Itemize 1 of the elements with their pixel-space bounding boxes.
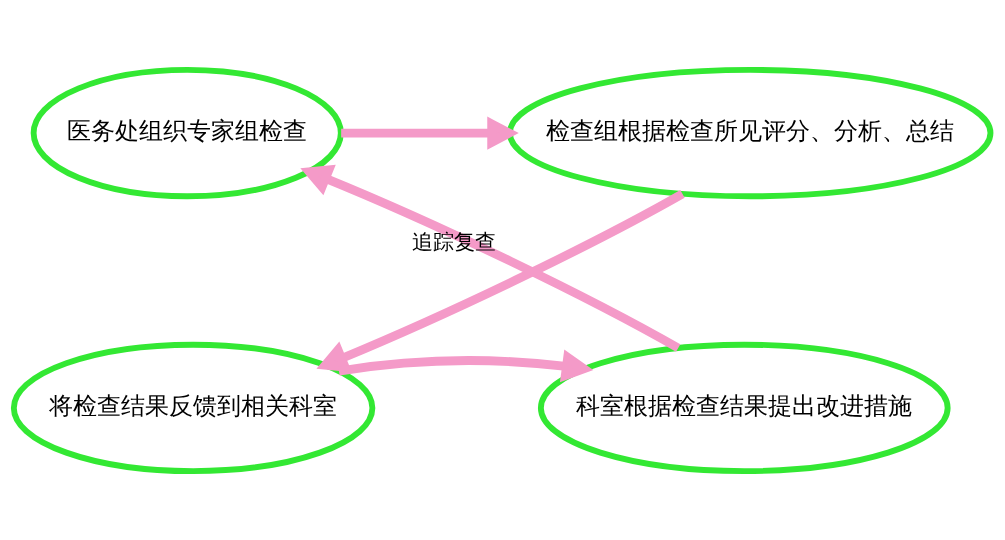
edge-label: 追踪复查 [412, 229, 497, 254]
